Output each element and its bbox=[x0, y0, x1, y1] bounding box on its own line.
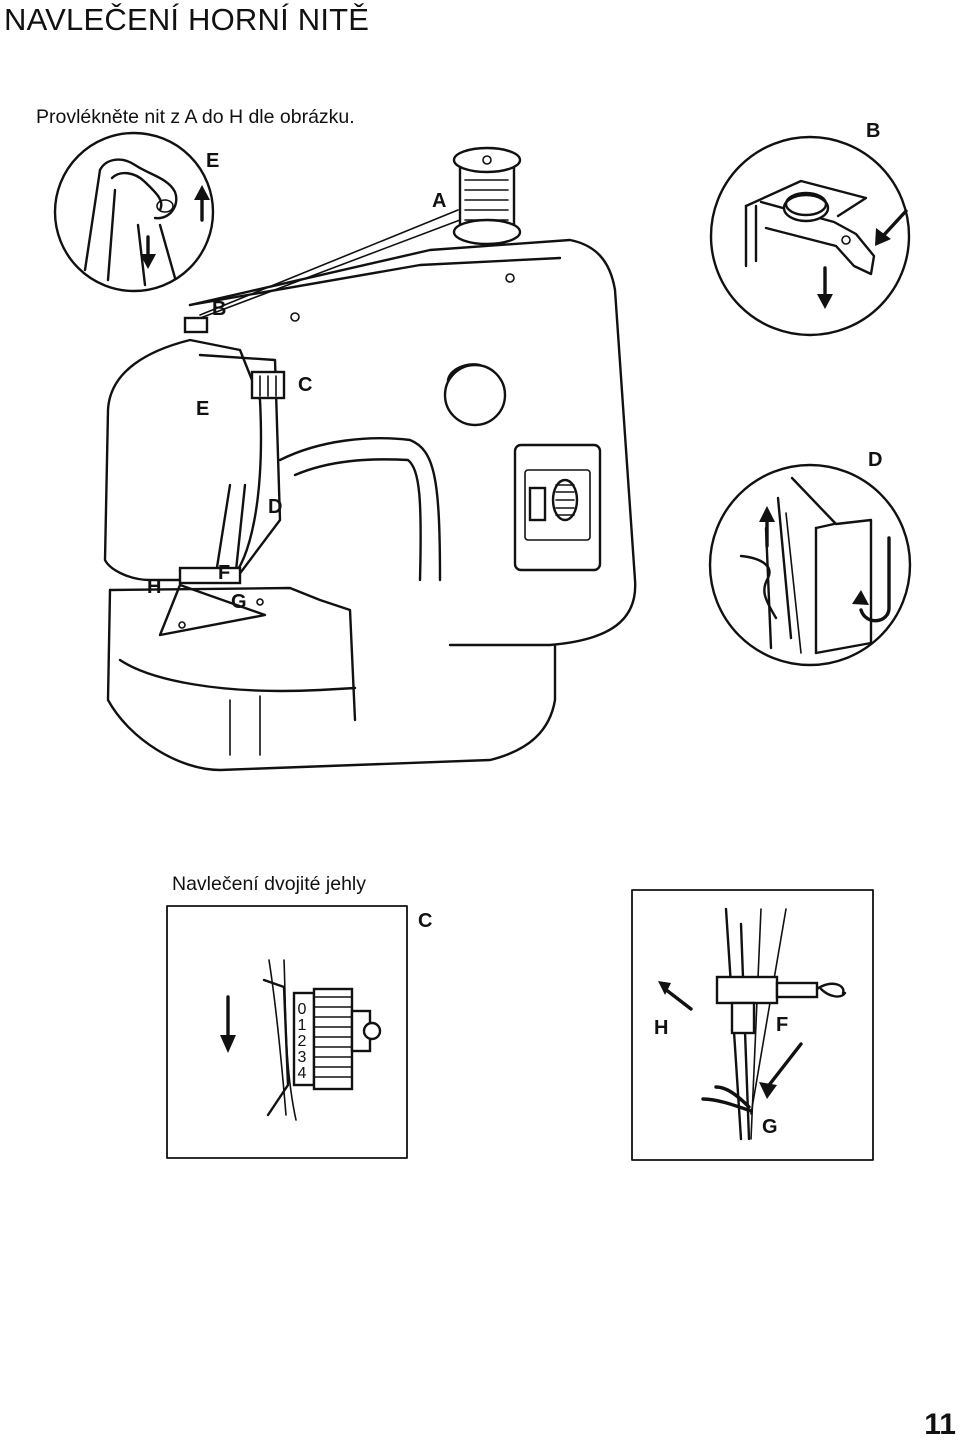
tension-dial-box bbox=[166, 905, 408, 1159]
label-f: F bbox=[218, 562, 231, 584]
label-d-detail: D bbox=[868, 449, 883, 471]
label-h: H bbox=[147, 576, 162, 598]
detail-circle-d bbox=[708, 463, 912, 667]
label-b: B bbox=[212, 298, 227, 320]
label-g-detail: G bbox=[762, 1116, 778, 1138]
intro-instruction: Provlékněte nit z A do H dle obrázku. bbox=[36, 106, 355, 128]
label-e-detail: E bbox=[206, 150, 220, 172]
label-d: D bbox=[268, 496, 283, 518]
label-f-detail: F bbox=[776, 1014, 789, 1036]
page-title: NAVLEČENÍ HORNÍ NITĚ bbox=[4, 2, 370, 37]
double-needle-subtitle: Navlečení dvojité jehly bbox=[172, 873, 367, 895]
double-needle-box bbox=[631, 889, 874, 1161]
label-g: G bbox=[231, 591, 247, 613]
page-number: 11 bbox=[924, 1408, 956, 1441]
sewing-machine-illustration bbox=[103, 146, 637, 772]
detail-circle-b bbox=[709, 135, 911, 337]
dial-numbers: 0 1 2 3 4 bbox=[297, 1001, 307, 1082]
label-a: A bbox=[432, 190, 447, 212]
detail-circle-e bbox=[53, 131, 215, 293]
label-h-detail: H bbox=[654, 1017, 669, 1039]
label-e: E bbox=[196, 398, 210, 420]
label-b-detail: B bbox=[866, 120, 881, 142]
label-c-detail: C bbox=[418, 910, 433, 932]
label-c: C bbox=[298, 374, 313, 396]
